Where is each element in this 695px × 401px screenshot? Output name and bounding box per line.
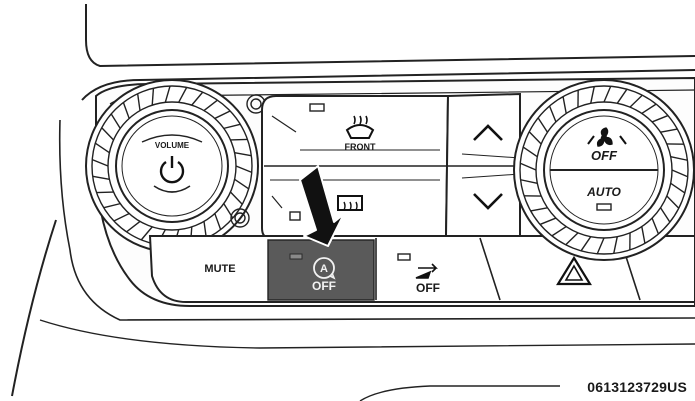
part-code: 0613123729US: [587, 379, 687, 395]
climate-knob-grip: [519, 85, 689, 255]
temperature-down-button[interactable]: [473, 193, 503, 210]
recirculation-off-button[interactable]: OFF: [397, 253, 440, 295]
knob-grip-line: [234, 178, 250, 190]
knob-grip-line: [520, 179, 538, 184]
knob-grip-line: [537, 117, 549, 133]
mute-label: MUTE: [204, 263, 235, 275]
knob-grip-line: [234, 152, 252, 157]
volume-label: VOLUME: [155, 141, 190, 150]
knob-grip-line: [616, 88, 628, 104]
knob-grip-line: [528, 131, 542, 145]
front-defrost-button[interactable]: FRONT: [309, 103, 376, 152]
knob-grip-line: [651, 217, 660, 235]
knob-grip-line: [522, 146, 538, 158]
knob-grip-line: [223, 123, 241, 130]
auto-stop-start-letter: A: [320, 263, 328, 275]
knob-grip-line: [519, 162, 537, 171]
knob-grip-line: [565, 232, 579, 246]
knob-grip-line: [214, 213, 222, 230]
knob-grip-line: [562, 96, 567, 114]
arrow-icon: [299, 165, 345, 247]
knob-grip-line: [613, 236, 618, 254]
knob-grip-line: [151, 88, 155, 106]
recirculation-off-label: OFF: [416, 281, 440, 295]
knob-grip-line: [659, 207, 671, 223]
auto-label: AUTO: [586, 185, 621, 199]
knob-grip-line: [580, 236, 592, 252]
fan-icon: [587, 127, 627, 147]
knob-grip-line: [91, 158, 109, 167]
auto-stop-start-off-button[interactable]: A OFF: [267, 239, 375, 301]
climate-knob[interactable]: OFF AUTO: [513, 79, 695, 261]
mute-button[interactable]: MUTE: [204, 263, 235, 275]
knob-grip-line: [113, 212, 130, 222]
knob-grip-line: [92, 175, 110, 180]
temperature-up-button[interactable]: [473, 124, 503, 141]
knob-grip-line: [670, 182, 686, 194]
rear-defrost-indicator: [289, 211, 301, 221]
knob-grip-line: [214, 110, 231, 120]
knob-grip-line: [660, 128, 678, 133]
knob-grip-line: [539, 217, 557, 226]
knob-grip-line: [603, 85, 612, 103]
front-defrost-indicator: [309, 103, 325, 112]
knob-grip-line: [530, 207, 548, 212]
knob-grip-line: [178, 87, 188, 103]
recirculation-icon: [415, 263, 438, 279]
knob-grip-line: [191, 91, 204, 106]
knob-grip-line: [629, 94, 643, 108]
knob-grip-line: [551, 225, 567, 237]
knob-grip-line: [126, 220, 141, 233]
hazard-triangle-icon: [556, 255, 592, 286]
rear-defrost-icon: [337, 195, 363, 211]
knob-grip-line: [203, 99, 218, 112]
fan-off-label: OFF: [591, 148, 618, 163]
knob-grip-line: [548, 105, 557, 123]
chevron-down-icon: [473, 193, 503, 210]
knob-grip-line: [122, 102, 130, 119]
knob-grip-line: [641, 103, 657, 115]
volume-knob[interactable]: VOLUME: [85, 79, 259, 253]
knob-grip-line: [641, 226, 646, 244]
knob-grip-line: [651, 114, 669, 123]
chevron-up-icon: [473, 124, 503, 141]
auto-indicator: [596, 203, 612, 211]
hazard-button[interactable]: [556, 255, 592, 286]
knob-grip-line: [94, 142, 110, 154]
knob-grip-line: [666, 195, 680, 209]
auto-stop-start-icon: A: [313, 257, 336, 280]
knob-grip-line: [110, 113, 121, 129]
knob-grip-line: [140, 226, 153, 241]
knob-grip-line: [590, 86, 595, 104]
knob-grip-line: [670, 156, 688, 161]
temperature-control-block: [444, 92, 521, 237]
knob-grip-line: [164, 85, 171, 103]
knob-grip-line: [136, 93, 141, 111]
front-defrost-icon: [345, 115, 375, 139]
front-defrost-label: FRONT: [345, 142, 376, 152]
knob-grip-line: [101, 127, 115, 141]
knob-grip-line: [230, 138, 248, 141]
auto-stop-start-off-label: OFF: [312, 279, 336, 293]
auto-stop-start-indicator: [289, 253, 303, 260]
knob-grip-line: [596, 237, 605, 255]
power-icon: [159, 156, 185, 184]
rear-defrost-button[interactable]: [289, 195, 363, 221]
dashboard-outline: [11, 4, 695, 401]
knob-grip-line: [229, 191, 243, 205]
recirculation-indicator: [397, 253, 411, 261]
knob-grip-line: [103, 202, 121, 209]
knob-grip-line: [96, 191, 114, 194]
knob-grip-line: [235, 165, 253, 174]
knob-grip-line: [671, 169, 689, 178]
